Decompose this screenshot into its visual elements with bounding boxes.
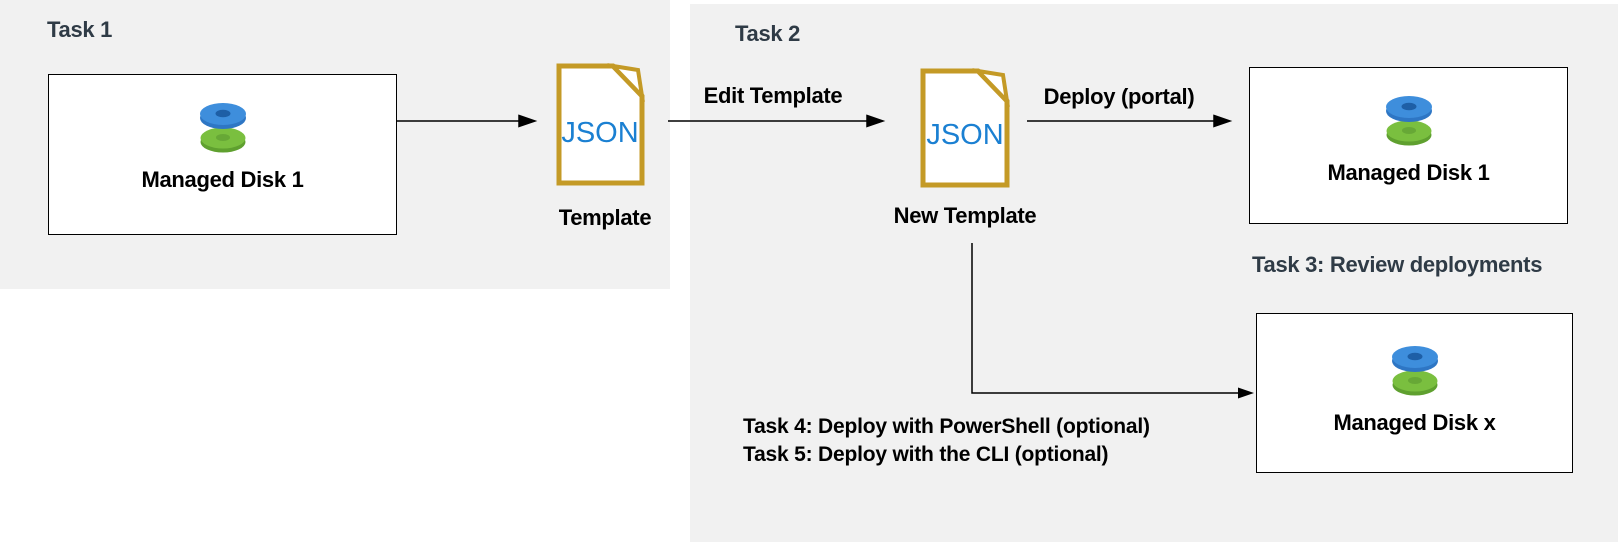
template-caption: Template <box>558 205 652 230</box>
managed-disk-icon <box>1385 96 1432 146</box>
task1-heading: Task 1 <box>47 17 113 42</box>
template-json-text: JSON <box>561 117 638 149</box>
optional-tasks-caption: Task 4: Deploy with PowerShell (optional… <box>743 413 1150 469</box>
managed-disk-source-box: Managed Disk 1 <box>48 74 397 235</box>
managed-disk-icon <box>199 103 246 153</box>
new-template-json-file-icon: JSON <box>920 68 1010 188</box>
managed-disk-x-box: Managed Disk x <box>1256 313 1573 473</box>
edit-template-label: Edit Template <box>703 83 843 108</box>
task3-heading: Task 3: Review deployments <box>1252 252 1543 277</box>
deploy-portal-label: Deploy (portal) <box>1043 84 1195 109</box>
task4-heading: Task 4: Deploy with PowerShell (optional… <box>743 415 1150 438</box>
managed-disk-source-label: Managed Disk 1 <box>141 167 304 192</box>
new-template-json-text: JSON <box>926 119 1003 151</box>
task2-heading: Task 2 <box>735 21 801 46</box>
managed-disk-icon <box>1391 346 1438 396</box>
task5-heading: Task 5: Deploy with the CLI (optional) <box>743 443 1109 466</box>
new-template-caption: New Template <box>893 203 1037 228</box>
managed-disk-x-label: Managed Disk x <box>1333 410 1496 435</box>
template-json-file-icon: JSON <box>556 63 645 186</box>
managed-disk-portal-label: Managed Disk 1 <box>1327 160 1490 185</box>
managed-disk-portal-box: Managed Disk 1 <box>1249 67 1568 224</box>
